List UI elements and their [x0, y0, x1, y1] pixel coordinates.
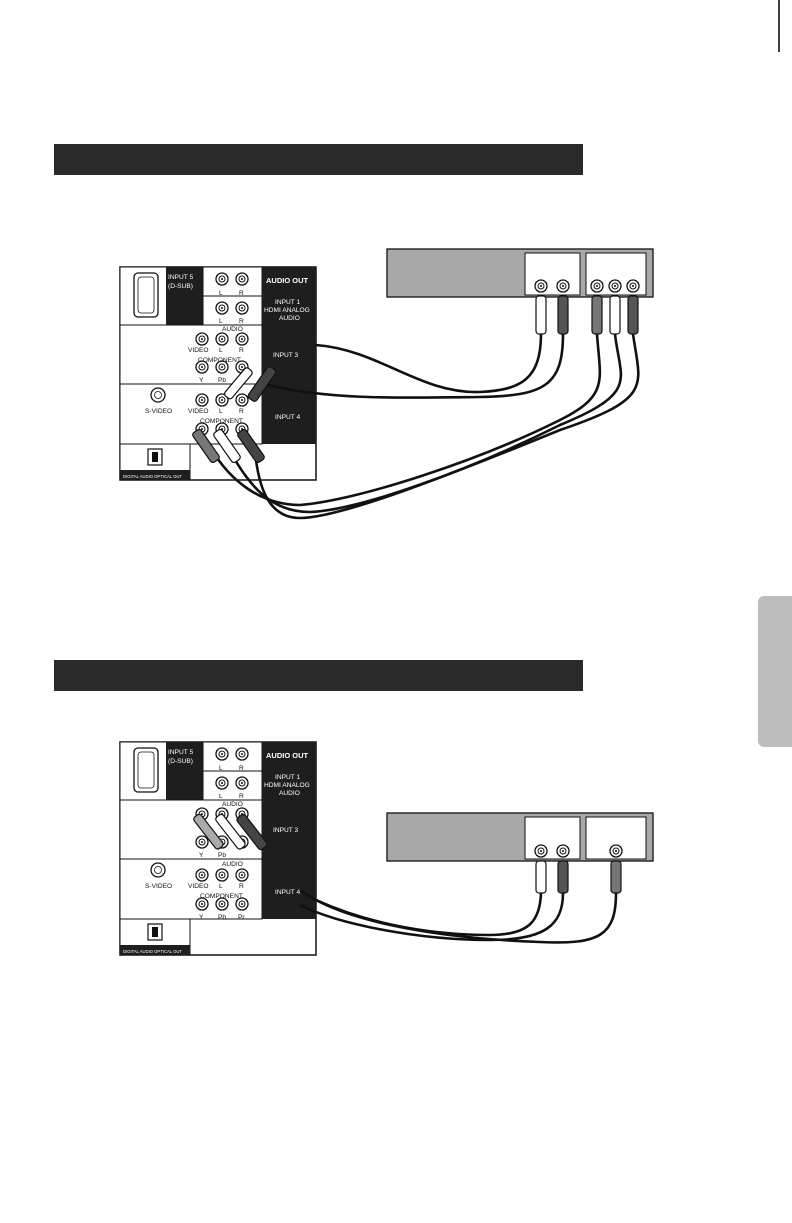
hdmi-analog-label: HDMI ANALOG: [264, 782, 310, 789]
r-label: R: [239, 347, 244, 354]
input4-label: INPUT 4: [275, 889, 300, 896]
input5-label: INPUT 5: [168, 749, 193, 756]
video-label: VIDEO: [188, 883, 209, 890]
video-label: VIDEO: [188, 347, 209, 354]
r-label: R: [239, 318, 244, 325]
audio-label: AUDIO: [222, 326, 243, 333]
section-header-bar-2: [54, 660, 583, 691]
panel-plugs-2: [193, 813, 268, 851]
input3-label: INPUT 3: [273, 827, 298, 834]
cables-1: [210, 333, 640, 520]
l-label: L: [219, 290, 223, 297]
y-label: Y: [199, 914, 204, 921]
chapter-side-tab: [758, 596, 792, 747]
hdmi-analog-label: HDMI ANALOG: [264, 307, 310, 314]
source-device-2: [386, 812, 654, 862]
pb-label: Pb: [218, 377, 226, 384]
l-label: L: [219, 347, 223, 354]
hdmi-audio-label: AUDIO: [279, 315, 300, 322]
device-plugs-2: [535, 860, 622, 894]
input3-label: INPUT 3: [273, 352, 298, 359]
l-label: L: [219, 793, 223, 800]
input1-label: INPUT 1: [275, 299, 300, 306]
hdmi-audio-label: AUDIO: [279, 790, 300, 797]
dsub-label: (D-SUB): [168, 758, 193, 765]
audio-label: AUDIO: [222, 861, 243, 868]
dsub-label: (D-SUB): [168, 283, 193, 290]
device-plugs-1: [535, 295, 639, 335]
component-label: COMPONENT: [200, 418, 243, 425]
pb-label: Pb: [218, 852, 226, 859]
input5-label: INPUT 5: [168, 274, 193, 281]
audio-label: AUDIO: [222, 801, 243, 808]
component-label: COMPONENT: [200, 893, 243, 900]
panel-text-2: INPUT 5 (D-SUB) AUDIO OUT INPUT 1 HDMI A…: [123, 749, 310, 954]
r-label: R: [239, 883, 244, 890]
r-label: R: [239, 793, 244, 800]
panel-plugs-1: [192, 366, 277, 464]
panel-text-1: INPUT 5 (D-SUB) AUDIO OUT INPUT 1 HDMI A…: [123, 274, 310, 479]
r-label: R: [239, 765, 244, 772]
component-label: COMPONENT: [198, 357, 241, 364]
optical-label: DIGITAL AUDIO OPTICAL OUT: [123, 949, 182, 954]
video-label: VIDEO: [188, 408, 209, 415]
y-label: Y: [199, 852, 204, 859]
s-video-label: S-VIDEO: [145, 408, 172, 415]
input1-label: INPUT 1: [275, 774, 300, 781]
l-label: L: [219, 408, 223, 415]
s-video-label: S-VIDEO: [145, 883, 172, 890]
optical-label: DIGITAL AUDIO OPTICAL OUT: [123, 474, 182, 479]
y-label: Y: [199, 377, 204, 384]
audio-out-label: AUDIO OUT: [266, 751, 309, 760]
audio-out-label: AUDIO OUT: [266, 276, 309, 285]
input4-label: INPUT 4: [275, 414, 300, 421]
pr-label: Pr: [238, 914, 245, 921]
l-label: L: [219, 883, 223, 890]
l-label: L: [219, 765, 223, 772]
crop-mark: [778, 0, 780, 52]
pb-label: Pb: [218, 914, 226, 921]
cables-2: [299, 888, 618, 944]
source-device-1: [386, 248, 654, 298]
l-label: L: [219, 318, 223, 325]
section-header-bar-1: [54, 144, 583, 175]
r-label: R: [239, 290, 244, 297]
r-label: R: [239, 408, 244, 415]
